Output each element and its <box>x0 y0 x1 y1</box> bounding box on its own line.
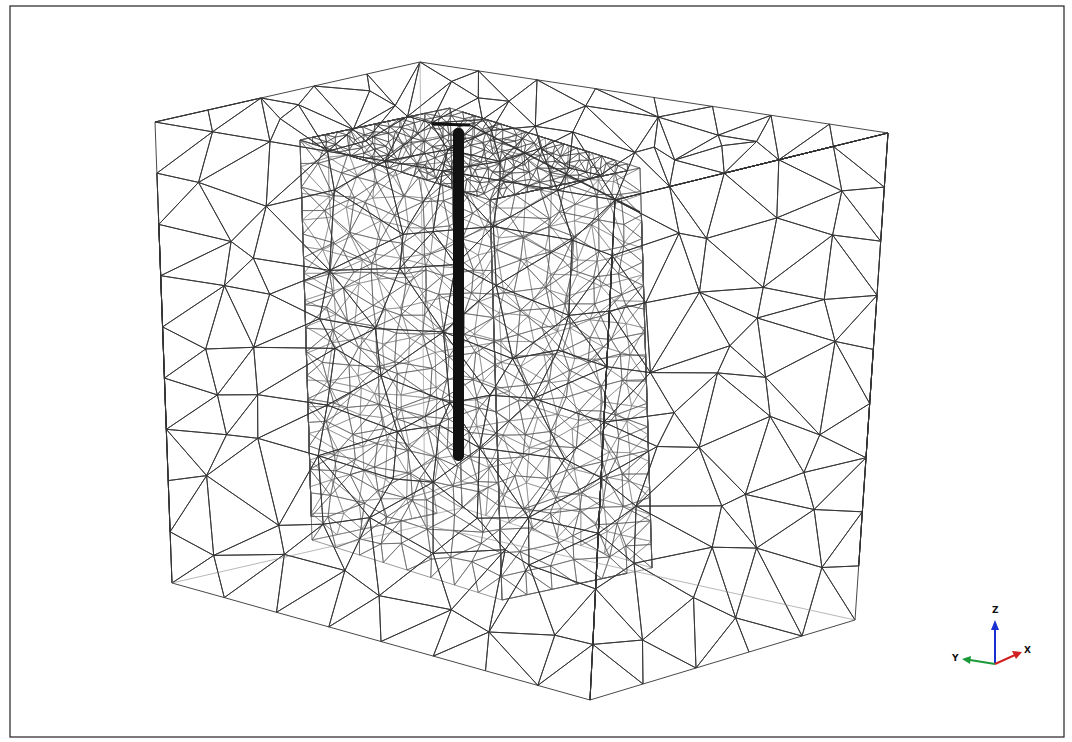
mesh-face <box>155 62 888 200</box>
y-arrowhead <box>962 656 971 664</box>
mesh-face <box>590 133 888 700</box>
z-axis <box>994 628 996 664</box>
axis-triad <box>962 620 1022 664</box>
figure-border <box>10 6 1064 737</box>
axis-label: Z <box>992 606 999 615</box>
axis-label: X <box>1024 646 1031 655</box>
mesh-face <box>155 122 615 700</box>
pile-cap <box>432 124 470 125</box>
mesh-face <box>490 168 652 600</box>
x-axis <box>995 655 1015 664</box>
axis-label: Y <box>952 654 959 663</box>
pile <box>432 124 640 461</box>
finite-element-mesh <box>155 62 888 700</box>
x-arrowhead <box>1012 651 1022 659</box>
pile-shaft <box>453 128 464 461</box>
z-arrowhead <box>991 620 999 630</box>
box-back-edges <box>172 62 855 620</box>
y-axis <box>970 660 995 664</box>
pile-cap-edge <box>470 125 640 212</box>
